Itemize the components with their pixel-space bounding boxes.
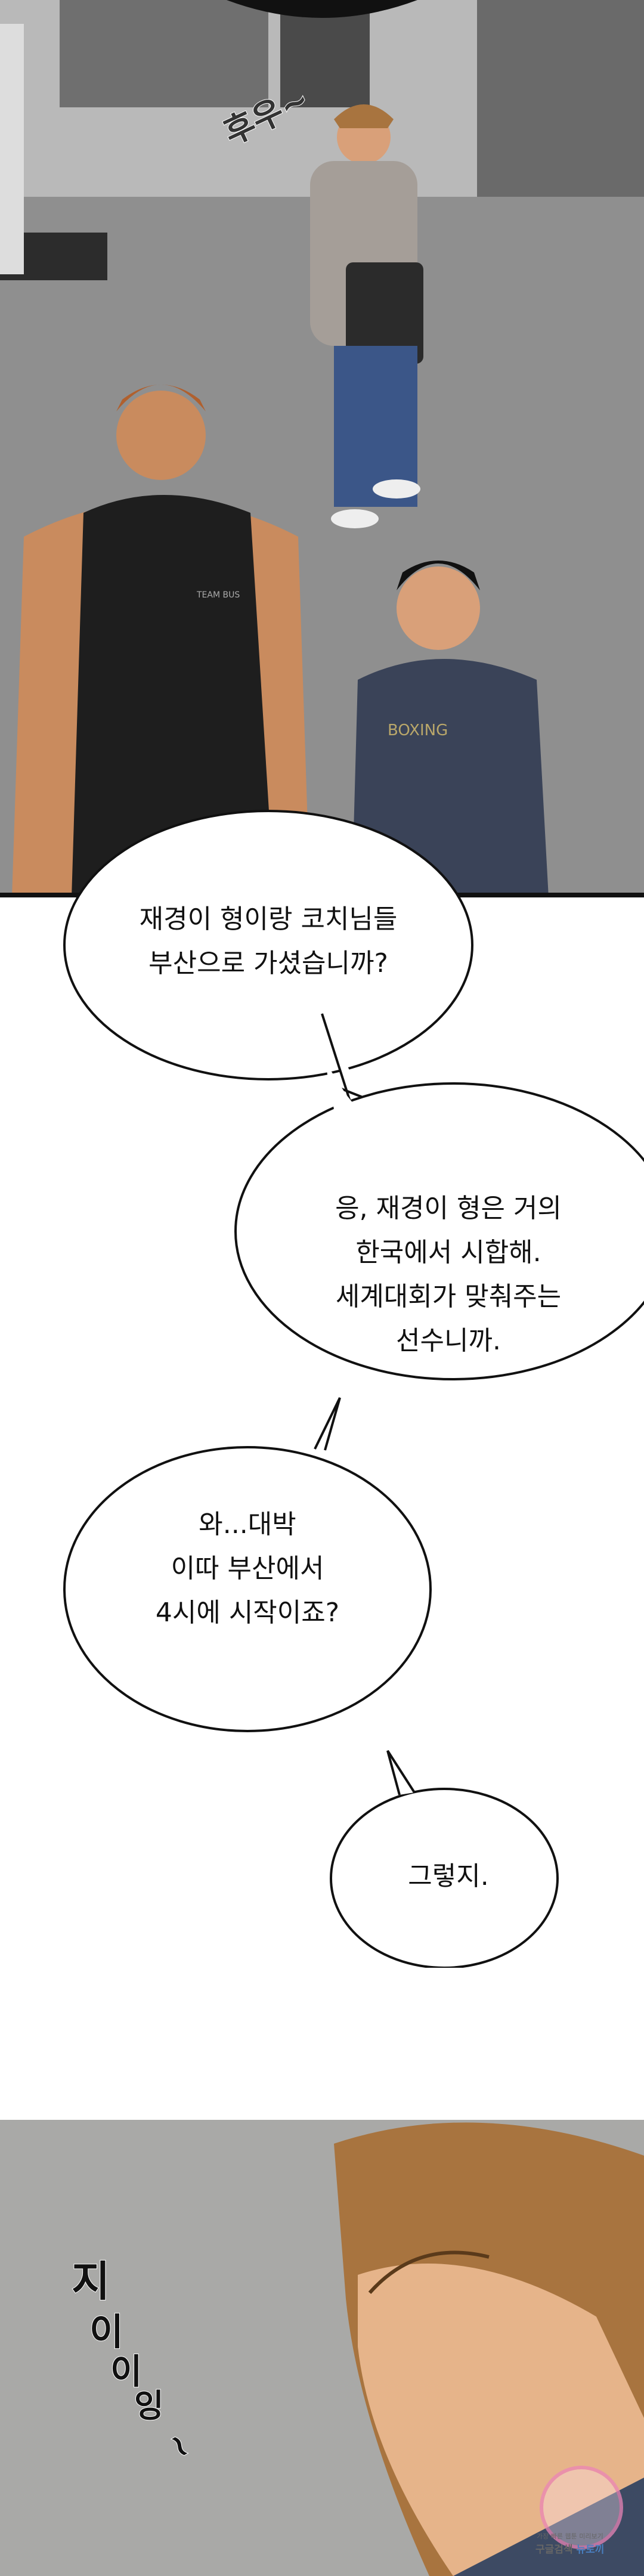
speech-bubble-3-tail: [314, 1397, 341, 1451]
speech-bubble-1-shape: [63, 810, 473, 1080]
panel-closeup: 지 이 이 잉 ~ 가장 빠른 웹툰 미리보기 구글검색 뉴토끼: [0, 2120, 644, 2576]
gym-illustration: [0, 0, 644, 893]
pillar: [0, 24, 24, 274]
sfx-char: 잉: [134, 2386, 165, 2425]
tank-top-print: TEAM BUS: [197, 590, 240, 600]
sfx-char: 이: [89, 2309, 124, 2354]
speech-bubble-4-text: 그렇지.: [408, 1854, 488, 1899]
speech-bubbles-layer: [63, 810, 644, 1968]
door: [280, 0, 370, 107]
bubble-line: 그렇지.: [408, 1861, 489, 1891]
speech-bubble-4-shape: [330, 1788, 559, 1968]
right-wall-unit: [477, 0, 644, 197]
watermark-tagline: 가장 빠른 웹툰 미리보기: [537, 2532, 603, 2540]
speech-bubble-2-shape: [234, 1082, 644, 1380]
watermark-logo: [540, 2466, 623, 2549]
bubble-line: 응, 재경이 형은 거의: [335, 1193, 562, 1224]
bubble-line: 와...대박: [199, 1509, 296, 1540]
watermark-search-label: 구글검색: [535, 2544, 573, 2556]
boxing-shirt-print: BOXING: [388, 722, 448, 739]
bubble-line: 재경이 형이랑 코치님들: [139, 904, 398, 934]
watermark-search: 구글검색 뉴토끼: [535, 2541, 604, 2556]
bubble-line: 부산으로 가셨습니까?: [148, 948, 388, 979]
navy-boxing-shirt: [352, 659, 549, 893]
lockers: [60, 0, 268, 107]
shoulder-bag: [346, 262, 423, 364]
watermark-site-name: 뉴토끼: [576, 2544, 605, 2556]
speech-bubble-4-tail: [386, 1750, 416, 1795]
sfx-char: 이: [110, 2351, 143, 2392]
speech-bubble-2-text: 응, 재경이 형은 거의 한국에서 시합해. 세계대회가 맞춰주는 선수니까.: [335, 1187, 562, 1363]
young-man-head: [397, 566, 480, 650]
speech-bubble-1-text: 재경이 형이랑 코치님들 부산으로 가셨습니까?: [140, 897, 398, 986]
bubble-line: 한국에서 시합해.: [355, 1237, 541, 1268]
black-tank-top: [72, 495, 274, 893]
top-spikes: [227, 0, 417, 18]
bubble-line: 선수니까.: [396, 1326, 501, 1356]
bubble-line: 세계대회가 맞춰주는: [335, 1281, 562, 1312]
muscular-man-head: [116, 391, 206, 480]
bubble-line: 4시에 시작이죠?: [155, 1597, 340, 1628]
speech-bubble-3-text: 와...대박 이따 부산에서 4시에 시작이죠?: [156, 1503, 339, 1635]
speech-bubble-3-shape: [63, 1446, 432, 1732]
sfx-char: 지: [71, 2256, 110, 2306]
panel-gym-scene: 후우~ TEAM BUS BOXING: [0, 0, 644, 897]
bubble-line: 이따 부산에서: [171, 1553, 324, 1584]
